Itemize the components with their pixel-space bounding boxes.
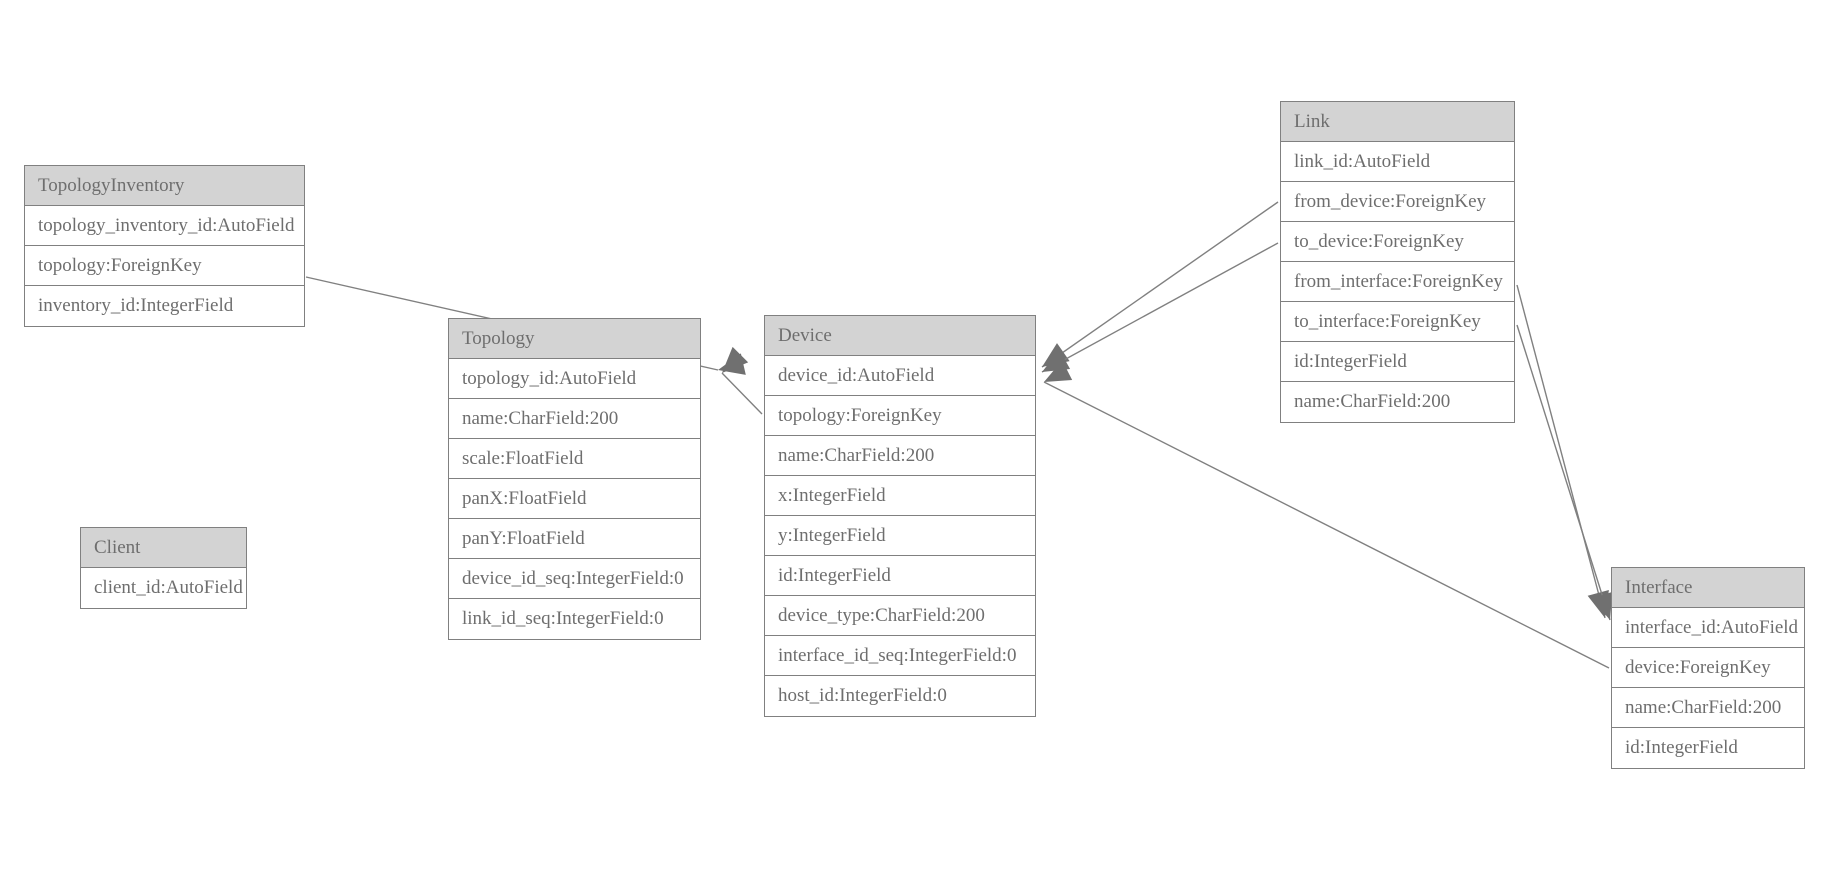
entity-field-row: y:IntegerField [765,516,1035,556]
entity-field-row: name:CharField:200 [765,436,1035,476]
entity-title-device: Device [765,316,1035,356]
entity-field-row: topology_id:AutoField [449,359,700,399]
entity-field-row: to_interface:ForeignKey [1281,302,1514,342]
relationship-line [1516,284,1606,619]
entity-field-row: device_type:CharField:200 [765,596,1035,636]
relationship-arrowhead-icon [1042,349,1071,372]
relationship-arrowhead-icon [1044,360,1073,382]
entity-field-row: link_id_seq:IntegerField:0 [449,599,700,639]
entity-field-row: name:CharField:200 [1612,688,1804,728]
relationship-line [721,372,763,415]
entity-title-topology_inventory: TopologyInventory [25,166,304,206]
entity-field-row: panY:FloatField [449,519,700,559]
relationship-line [1041,242,1279,373]
entity-field-row: device_id:AutoField [765,356,1035,396]
entity-field-row: inventory_id:IntegerField [25,286,304,326]
relationship-link-from_interface [1516,284,1609,619]
entity-field-row: id:IntegerField [765,556,1035,596]
entity-field-row: name:CharField:200 [1281,382,1514,422]
entity-field-row: from_interface:ForeignKey [1281,262,1514,302]
entity-field-row: topology_inventory_id:AutoField [25,206,304,246]
relationship-device-topology [721,346,763,415]
entity-field-row: interface_id_seq:IntegerField:0 [765,636,1035,676]
entity-field-row: topology:ForeignKey [765,396,1035,436]
entity-field-row: panX:FloatField [449,479,700,519]
entity-field-row: id:IntegerField [1612,728,1804,768]
entity-title-link: Link [1281,102,1514,142]
relationship-line [1516,324,1611,621]
relationship-link-to_interface [1516,324,1613,621]
entity-field-row: client_id:AutoField [81,568,246,608]
entity-field-row: host_id:IntegerField:0 [765,676,1035,716]
relationship-link-to_device [1041,242,1279,373]
entity-field-row: name:CharField:200 [449,399,700,439]
entity-field-row: device_id_seq:IntegerField:0 [449,559,700,599]
entity-field-row: from_device:ForeignKey [1281,182,1514,222]
entity-title-topology: Topology [449,319,700,359]
relationship-arrowhead-icon [718,353,746,375]
entity-field-row: to_device:ForeignKey [1281,222,1514,262]
relationship-line [1041,201,1279,368]
entity-field-row: link_id:AutoField [1281,142,1514,182]
entity-field-row: scale:FloatField [449,439,700,479]
entity-title-interface: Interface [1612,568,1804,608]
entity-field-row: x:IntegerField [765,476,1035,516]
entity-field-row: device:ForeignKey [1612,648,1804,688]
relationship-arrowhead-icon [722,346,749,373]
relationship-link-from_device [1041,201,1279,368]
entity-field-row: topology:ForeignKey [25,246,304,286]
relationship-arrowhead-icon [1042,343,1070,367]
relationship-line [1043,381,1610,669]
entity-field-row: interface_id:AutoField [1612,608,1804,648]
entity-field-row: id:IntegerField [1281,342,1514,382]
entity-title-client: Client [81,528,246,568]
